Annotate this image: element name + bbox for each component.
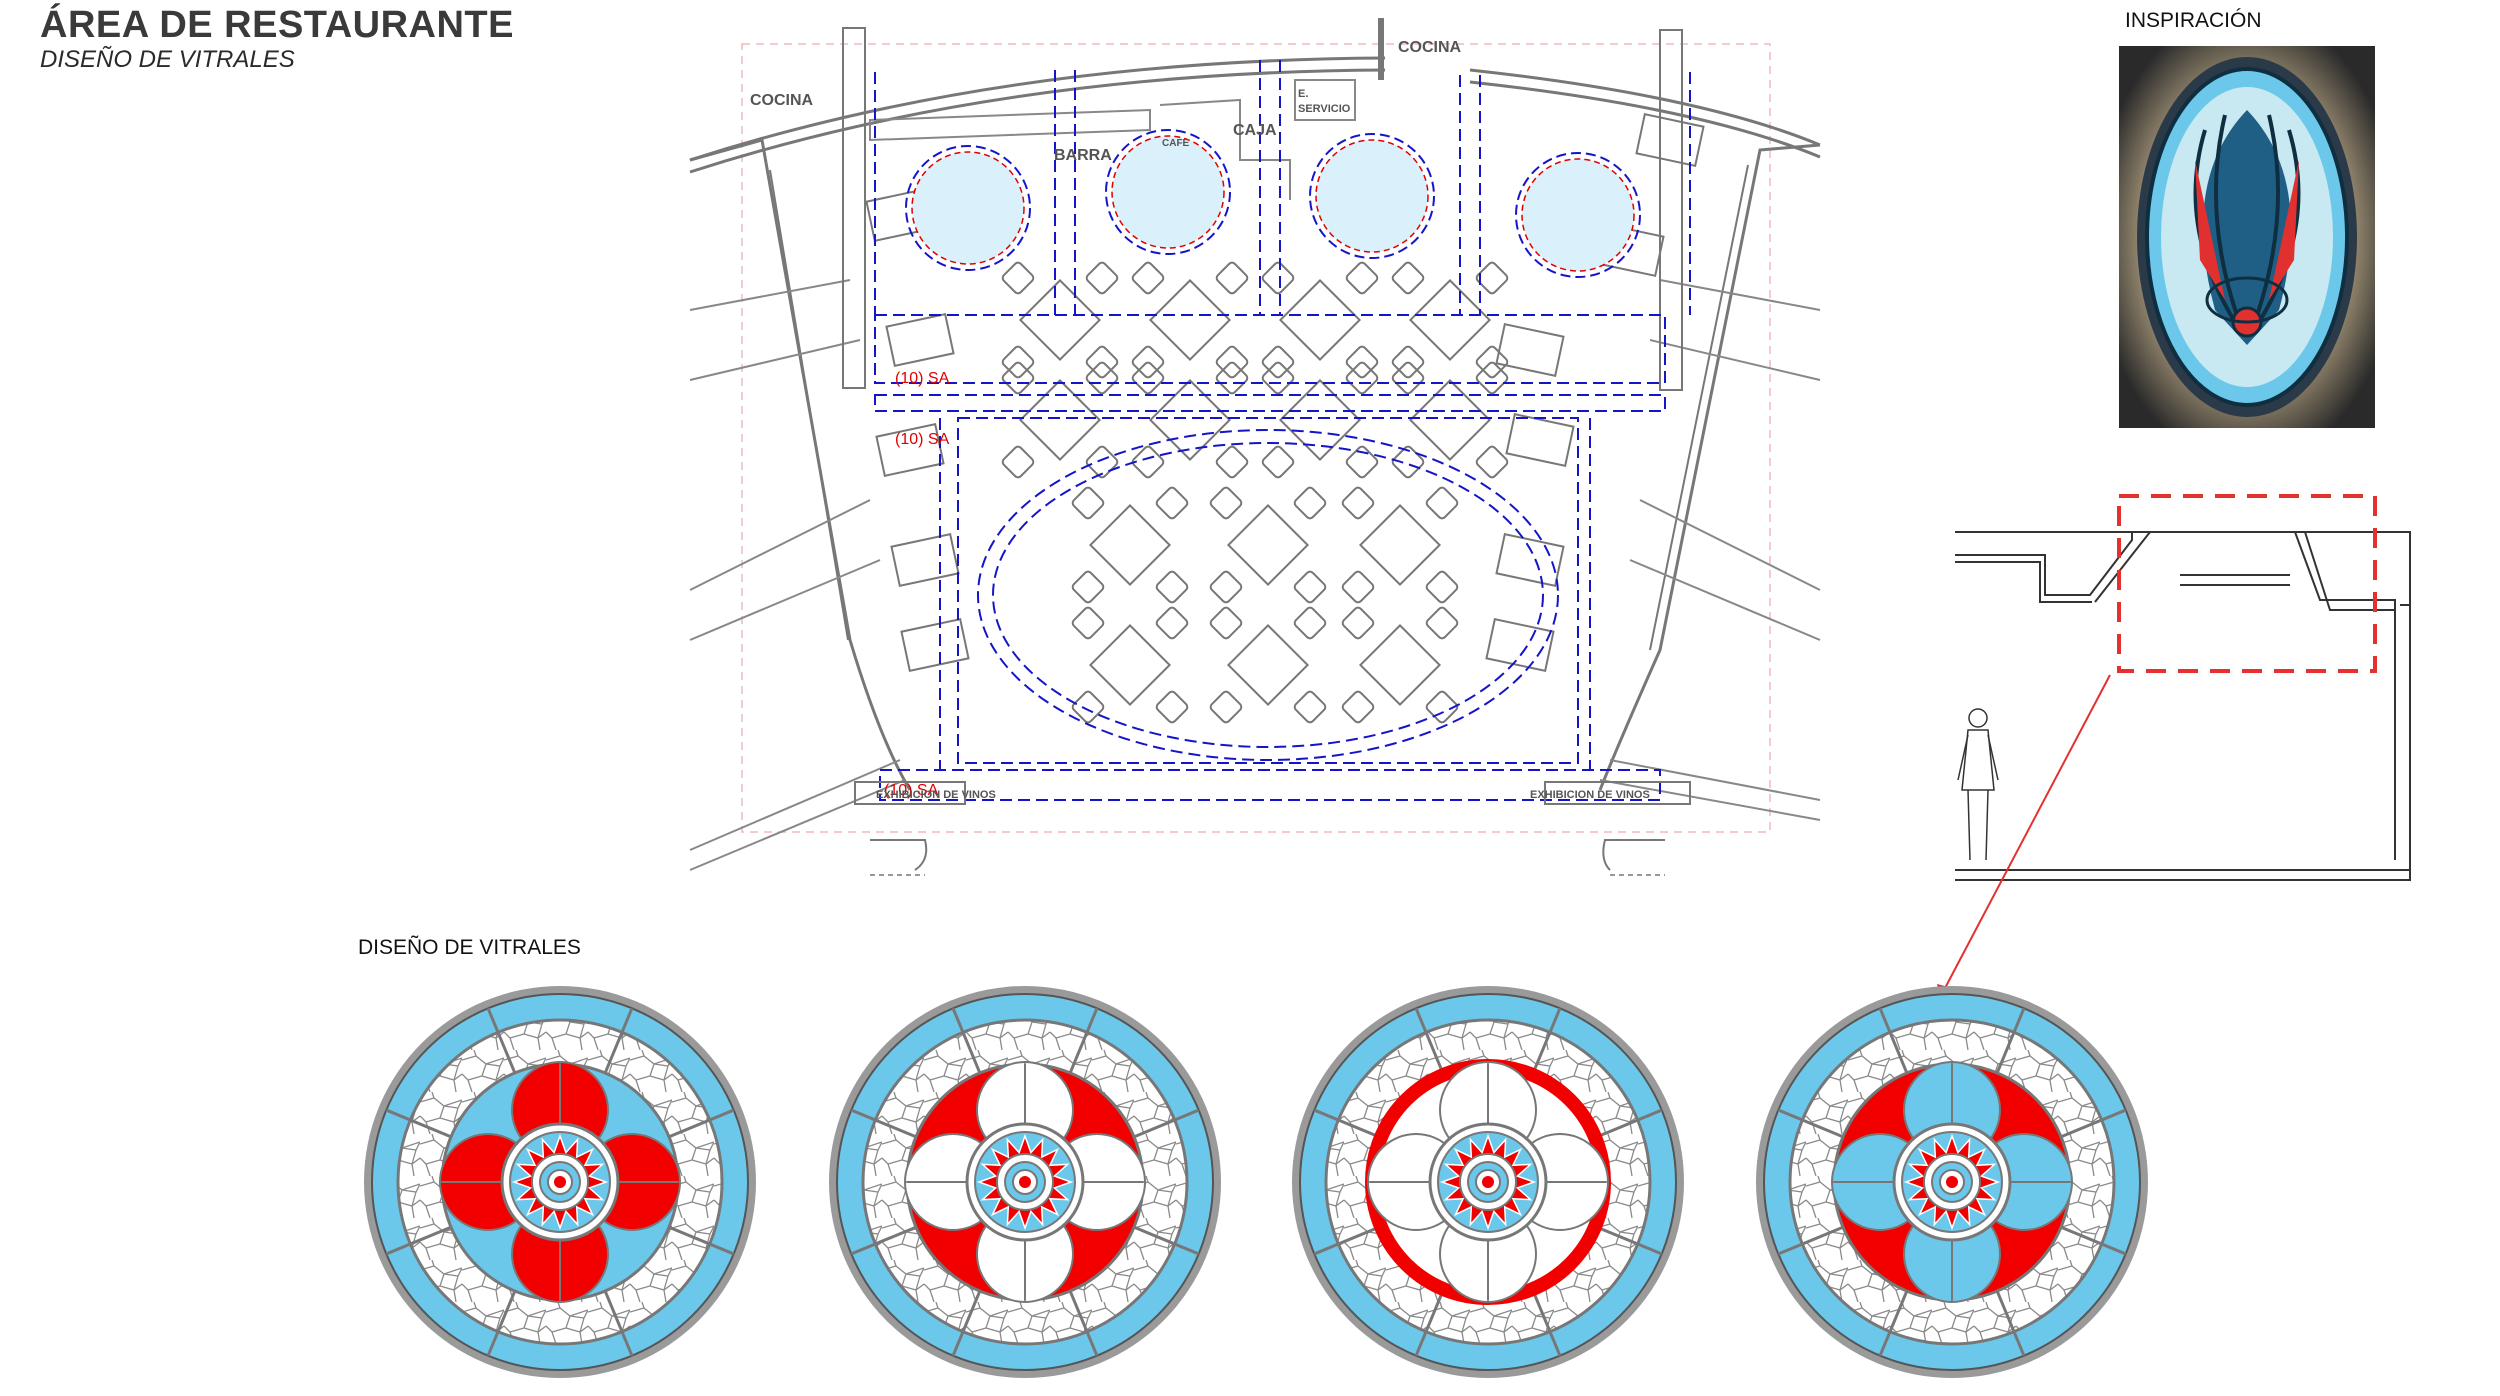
table-group [1391,261,1509,379]
table-group [1209,486,1327,604]
label-barra: BARRA [1054,147,1112,164]
stained-glass-design-1 [364,986,756,1378]
callout-arrow [1943,674,2111,991]
table-group [1131,261,1249,379]
table-group [1071,606,1189,724]
table-group [1391,361,1509,479]
label-cafe: CAFE [1162,138,1190,149]
stained-glass-design-4 [1756,986,2148,1378]
label-servicio-1: E. [1298,88,1308,100]
inspiration-label: INSPIRACIÓN [2125,9,2262,32]
stained-glass-design-3 [1292,986,1684,1378]
table-group [1209,606,1327,724]
table-group [1131,361,1249,479]
section-diagram [1955,531,2411,881]
floor-plan: COCINA COCINA BARRA CAFE CAJA E. SERVICI… [689,18,1821,876]
page-title: ÁREA DE RESTAURANTE [40,4,514,46]
table-group [1001,361,1119,479]
page-subtitle: DISEÑO DE VITRALES [40,46,295,73]
label-caja: CAJA [1233,122,1277,139]
skylight-circles [905,129,1641,278]
detail-callout-box [2117,494,2377,673]
table-group [1001,261,1119,379]
stained-glass-designs [364,986,2148,1378]
table-group [1341,486,1459,604]
label-sa-1: (10) SA [895,370,950,387]
table-group [1341,606,1459,724]
inspiration-image [2119,46,2375,428]
table-group [1261,261,1379,379]
label-vinos-left: EXHIBICION DE VINOS [876,789,996,801]
label-cocina-left: COCINA [750,92,814,109]
stained-glass-design-2 [829,986,1221,1378]
table-group [1071,486,1189,604]
label-servicio-2: SERVICIO [1298,103,1351,115]
label-sa-3: (10) SA [884,782,939,799]
table-group [1261,361,1379,479]
label-vinos-right: EXHIBICION DE VINOS [1530,789,1650,801]
stained-glass-section-label: DISEÑO DE VITRALES [358,936,581,959]
label-sa-2: (10) SA [895,431,950,448]
label-cocina-top: COCINA [1398,39,1462,56]
